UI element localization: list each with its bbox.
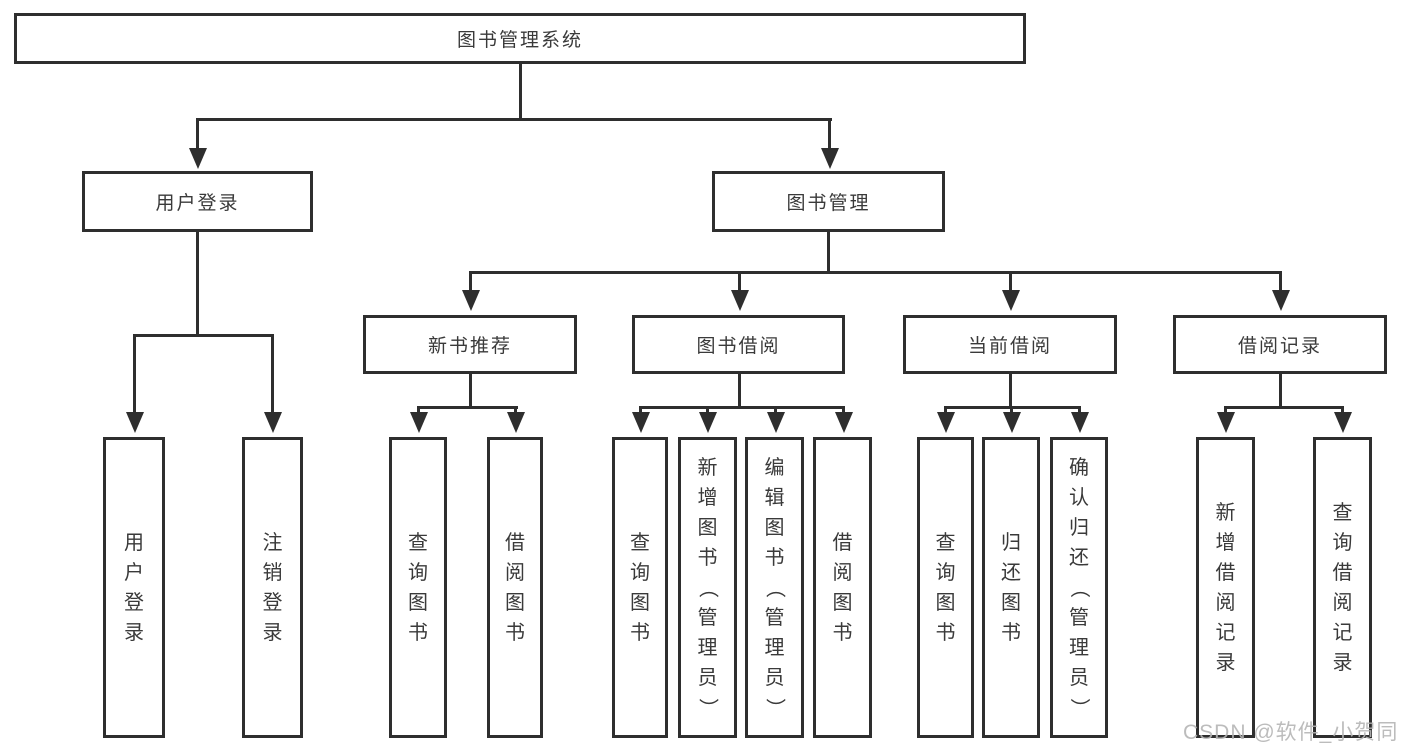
leaf-newbook-borrow-books: 借阅图书	[487, 437, 543, 738]
connector-line	[1009, 374, 1012, 409]
node-book-management: 图书管理	[712, 171, 945, 232]
arrow-down	[1002, 290, 1020, 311]
arrow-down	[835, 412, 853, 433]
leaf-current-query-books: 查询图书	[917, 437, 974, 738]
connector-line	[469, 271, 1282, 274]
connector-line	[1224, 406, 1344, 409]
leaf-borrowing-borrow-books: 借阅图书	[813, 437, 872, 738]
connector-line	[639, 406, 845, 409]
arrow-down	[410, 412, 428, 433]
leaf-newbook-query-books: 查询图书	[389, 437, 447, 738]
leaf-current-return-books: 归还图书	[982, 437, 1040, 738]
node-root: 图书管理系统	[14, 13, 1026, 64]
connector-line	[469, 271, 472, 295]
node-current-borrowing-label: 当前借阅	[967, 336, 1052, 357]
leaf-logout: 注销登录	[242, 437, 303, 738]
connector-line	[133, 334, 274, 337]
leaf-user-login: 用户登录	[103, 437, 165, 738]
node-root-label: 图书管理系统	[456, 30, 583, 51]
connector-line	[417, 406, 518, 409]
leaf-records-add-record: 新增借阅记录	[1196, 437, 1255, 738]
arrow-down	[731, 290, 749, 311]
node-borrowing-records-label: 借阅记录	[1237, 336, 1322, 357]
arrow-down	[1003, 412, 1021, 433]
connector-line	[738, 271, 741, 295]
arrow-down	[462, 290, 480, 311]
arrow-down	[1071, 412, 1089, 433]
arrow-down	[632, 412, 650, 433]
node-user-login: 用户登录	[82, 171, 313, 232]
leaf-borrowing-edit-books-admin: 编辑图书（管理员）	[745, 437, 804, 738]
arrow-down	[507, 412, 525, 433]
connector-line	[1279, 271, 1282, 295]
connector-line	[827, 232, 830, 274]
leaf-records-query-record: 查询借阅记录	[1313, 437, 1372, 738]
csdn-watermark: CSDN @软件_小贺同学	[1183, 721, 1399, 744]
arrow-down	[937, 412, 955, 433]
arrow-down	[767, 412, 785, 433]
leaf-borrowing-query-books: 查询图书	[612, 437, 668, 738]
connector-line	[1279, 374, 1282, 409]
arrow-down	[1272, 290, 1290, 311]
arrow-down	[1217, 412, 1235, 433]
node-user-login-label: 用户登录	[155, 193, 240, 214]
node-new-book-recommend-label: 新书推荐	[427, 336, 512, 357]
connector-line	[519, 64, 522, 120]
connector-line	[469, 374, 472, 409]
node-borrowing-records: 借阅记录	[1173, 315, 1387, 374]
arrow-down	[189, 148, 207, 169]
leaf-borrowing-add-books-admin: 新增图书（管理员）	[678, 437, 737, 738]
connector-line	[738, 374, 741, 409]
arrow-down	[821, 148, 839, 169]
leaf-current-confirm-return-admin: 确认归还（管理员）	[1050, 437, 1108, 738]
connector-line	[196, 232, 199, 337]
arrow-down	[264, 412, 282, 433]
arrow-down	[699, 412, 717, 433]
connector-line	[828, 118, 831, 154]
connector-line	[196, 118, 199, 154]
node-book-borrowing: 图书借阅	[632, 315, 845, 374]
node-book-borrowing-label: 图书借阅	[696, 336, 781, 357]
node-current-borrowing: 当前借阅	[903, 315, 1117, 374]
node-book-management-label: 图书管理	[786, 193, 871, 214]
connector-line	[196, 118, 832, 121]
connector-line	[271, 334, 274, 419]
node-new-book-recommend: 新书推荐	[363, 315, 577, 374]
arrow-down	[126, 412, 144, 433]
arrow-down	[1334, 412, 1352, 433]
connector-line	[1009, 271, 1012, 295]
connector-line	[133, 334, 136, 419]
